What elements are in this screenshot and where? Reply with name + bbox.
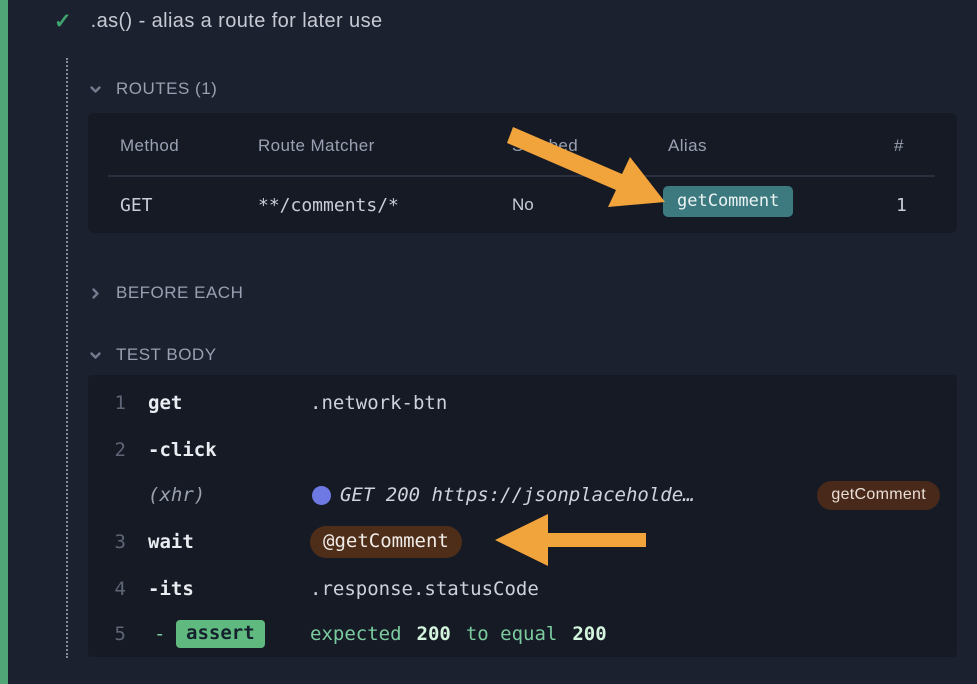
before-each-section-toggle[interactable]: BEFORE EACH bbox=[88, 283, 243, 303]
assert-actual-value: 200 bbox=[416, 623, 451, 645]
routes-header-stubbed: Stubbed bbox=[512, 136, 579, 155]
command-list: 1 get .network-btn 2 -click (xhr) GET 20… bbox=[88, 375, 957, 657]
assert-message: expected 200 to equal 200 bbox=[310, 623, 607, 645]
routes-header-alias: Alias bbox=[668, 136, 707, 155]
command-number: 3 bbox=[114, 531, 126, 553]
command-row-get[interactable]: 1 get .network-btn bbox=[88, 392, 957, 426]
command-row-xhr[interactable]: (xhr) GET 200 https://jsonplaceholde… ge… bbox=[88, 481, 957, 518]
command-number: 4 bbox=[114, 578, 126, 600]
test-body-section-toggle[interactable]: TEST BODY bbox=[88, 345, 217, 365]
before-each-section-label: BEFORE EACH bbox=[116, 283, 244, 302]
command-row-click[interactable]: 2 -click bbox=[88, 439, 957, 473]
test-title: .as() - alias a route for later use bbox=[90, 10, 383, 32]
command-row-wait[interactable]: 3 wait @getComment bbox=[88, 526, 957, 565]
command-row-its[interactable]: 4 -its .response.statusCode bbox=[88, 578, 957, 612]
chevron-down-icon bbox=[88, 82, 103, 97]
collapsible-indent-line bbox=[66, 58, 68, 658]
command-dash: - bbox=[154, 623, 166, 645]
command-row-assert[interactable]: 5 - assert expected 200 to equal 200 bbox=[88, 620, 957, 657]
command-number: 1 bbox=[114, 392, 126, 414]
command-name: -its bbox=[148, 578, 194, 600]
command-message: .response.statusCode bbox=[310, 578, 539, 600]
route-method: GET bbox=[120, 195, 153, 216]
route-count: 1 bbox=[896, 195, 907, 216]
command-name: -click bbox=[148, 439, 217, 461]
routes-table: Method Route Matcher Stubbed Alias # GET… bbox=[88, 113, 957, 233]
test-header[interactable]: ✓ .as() - alias a route for later use bbox=[54, 10, 383, 33]
test-body-section-label: TEST BODY bbox=[116, 345, 217, 364]
chevron-down-icon bbox=[88, 348, 103, 363]
assert-expected-value: 200 bbox=[572, 623, 607, 645]
xhr-event-label: (xhr) bbox=[148, 484, 206, 506]
table-divider bbox=[108, 175, 935, 177]
command-message: .network-btn bbox=[310, 392, 448, 414]
xhr-indicator-dot-icon bbox=[312, 486, 331, 505]
command-name: get bbox=[148, 392, 183, 414]
route-alias-badge[interactable]: getComment bbox=[663, 186, 794, 217]
test-passed-state-bar bbox=[0, 0, 8, 684]
assert-text: expected bbox=[310, 623, 402, 645]
xhr-alias-badge[interactable]: getComment bbox=[817, 481, 940, 510]
command-name: wait bbox=[148, 531, 194, 553]
test-passed-check-icon: ✓ bbox=[54, 10, 72, 33]
routes-section-label: ROUTES (1) bbox=[116, 79, 218, 98]
command-number: 2 bbox=[114, 439, 126, 461]
xhr-message: GET 200 https://jsonplaceholde… bbox=[340, 484, 695, 506]
routes-header-method: Method bbox=[120, 136, 180, 155]
routes-header-count: # bbox=[894, 136, 904, 155]
route-stubbed: No bbox=[512, 195, 534, 214]
assert-badge: assert bbox=[176, 620, 265, 648]
command-number: 5 bbox=[114, 623, 126, 645]
chevron-right-icon bbox=[88, 286, 103, 301]
route-matcher: **/comments/* bbox=[258, 195, 399, 216]
wait-alias-badge[interactable]: @getComment bbox=[310, 526, 462, 558]
assert-text: to equal bbox=[465, 623, 558, 645]
routes-header-route-matcher: Route Matcher bbox=[258, 136, 375, 155]
routes-section-toggle[interactable]: ROUTES (1) bbox=[88, 79, 217, 99]
